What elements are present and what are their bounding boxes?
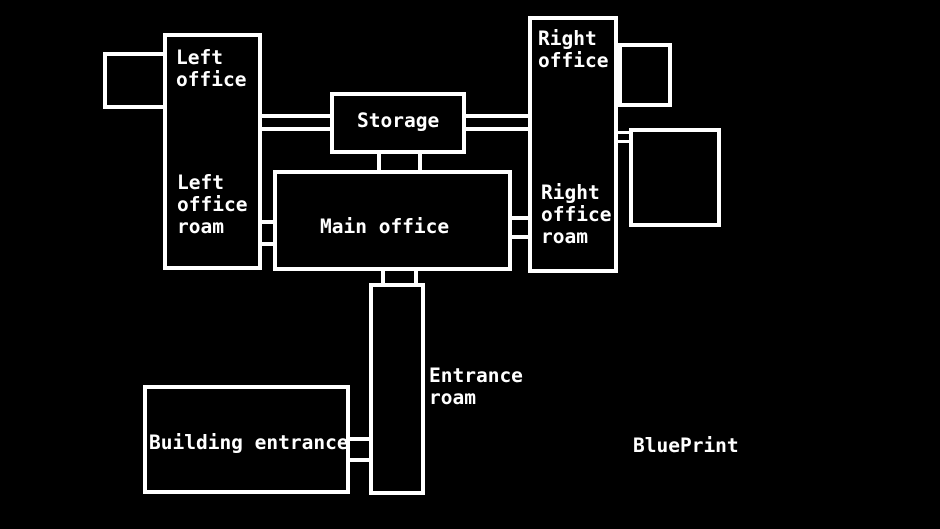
door-main-office-right-office-top-wall: [510, 216, 530, 220]
corridor-left-office-storage-bottom-wall: [258, 127, 334, 131]
room-annex-top-right: [618, 43, 672, 107]
corridor-storage-right-office-top-wall: [462, 114, 532, 118]
label-storage: Storage: [357, 109, 440, 132]
room-annex-top-left: [103, 52, 167, 109]
label-left-office: Left office: [176, 46, 247, 91]
door-right-office-annex-bottom-wall: [616, 140, 631, 143]
corridor-left-office-storage-top-wall: [258, 114, 334, 118]
label-left-office-roam: Left office roam: [177, 171, 248, 238]
door-building-entrance-top-wall: [347, 437, 371, 441]
corridor-storage-right-office-bottom-wall: [462, 127, 532, 131]
room-building-entrance: [143, 385, 350, 494]
label-entrance-roam: Entrance roam: [429, 364, 523, 409]
label-main-office: Main office: [320, 215, 450, 238]
door-main-office-entrance-left-wall: [381, 269, 385, 285]
room-main-office: [273, 170, 512, 271]
room-entrance-roam: [369, 283, 425, 495]
door-right-office-annex-top-wall: [616, 131, 631, 134]
label-right-office: Right office: [538, 27, 609, 72]
door-main-office-entrance-right-wall: [414, 269, 418, 285]
door-left-office-main-office-bottom-wall: [258, 242, 276, 246]
door-storage-main-office-left-wall: [377, 152, 381, 172]
room-left-office: [163, 33, 262, 270]
label-right-office-roam: Right office roam: [541, 181, 612, 248]
label-building-entrance: Building entrance: [149, 431, 349, 454]
door-main-office-right-office-bottom-wall: [510, 235, 530, 239]
door-left-office-main-office-top-wall: [258, 220, 276, 224]
room-storage: [330, 92, 466, 154]
room-annex-right: [629, 128, 721, 227]
door-storage-main-office-right-wall: [418, 152, 422, 172]
room-right-office: [528, 16, 618, 273]
page-title: BluePrint: [633, 434, 739, 457]
door-building-entrance-bottom-wall: [347, 458, 371, 462]
